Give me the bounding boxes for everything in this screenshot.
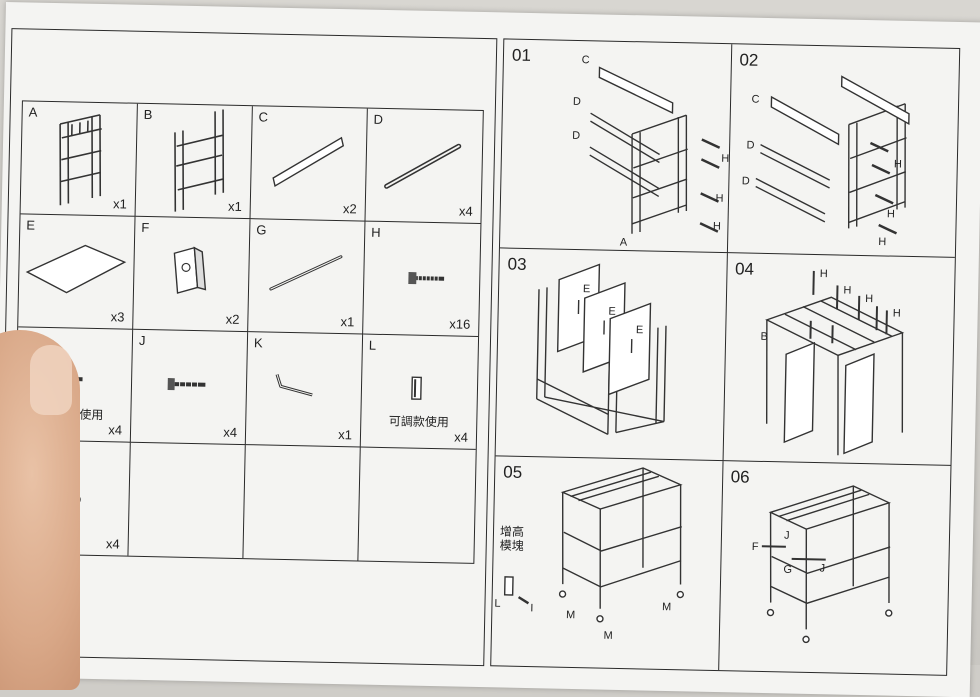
part-quantity: x1 [338, 427, 353, 443]
part-cell-e: E x3 [18, 214, 136, 330]
riser-l-drawing [411, 376, 422, 400]
part-quantity: x1 [112, 196, 127, 212]
part-quantity: x4 [454, 429, 469, 445]
step-label-c: C [751, 94, 759, 106]
step-label-h: H [892, 307, 900, 319]
part-quantity: x4 [458, 203, 473, 219]
step-label-h: H [843, 284, 851, 296]
step-label-m: M [603, 630, 612, 642]
part-cell-empty [358, 448, 475, 563]
step-label-h: H [865, 293, 873, 305]
step-label-e: E [608, 305, 616, 317]
step-04-drawing: B H H H H [760, 268, 904, 455]
shelf-panel-e-drawing [25, 244, 127, 294]
part-cell-empty [243, 445, 361, 561]
step-01-drawing: C D D A H H H [572, 54, 729, 249]
part-quantity: x2 [225, 311, 240, 327]
step-02-drawing: C D D H H H [741, 75, 910, 248]
step-02: 02 C D D H [727, 44, 960, 258]
step-label-m: M [662, 601, 671, 613]
part-quantity: x1 [340, 314, 355, 330]
step-label-h: H [721, 153, 729, 165]
step-06-drawing: F J G J [751, 485, 892, 644]
side-frame-b-drawing [174, 109, 225, 212]
step-04: 04 B H H H H [723, 252, 955, 467]
step-label-c: C [582, 54, 590, 66]
step-label-h: H [819, 268, 827, 280]
step-label-i: I [530, 603, 533, 615]
step-label-m: M [566, 609, 575, 621]
step-03: 03 E E E [495, 248, 728, 462]
step-label-h: H [878, 236, 886, 248]
part-cell-d: D x4 [365, 108, 483, 224]
screw-h-drawing [408, 272, 445, 285]
step-label-j: J [783, 530, 789, 542]
part-cell-c: C x2 [250, 106, 368, 222]
thumb-nail [30, 345, 72, 415]
step-label-j: J [819, 563, 825, 575]
step-label-d: D [572, 130, 580, 142]
step-label-f: F [751, 541, 758, 553]
step-05-drawing: L I M M M [494, 467, 685, 642]
part-cell-g: G x1 [248, 219, 366, 335]
part-cell-b: B x1 [135, 103, 253, 220]
bolt-j-drawing [167, 378, 206, 391]
part-cell-l: L 可調款使用 x4 [360, 334, 479, 450]
board-c-drawing [272, 136, 345, 188]
part-cell-a: A x1 [20, 101, 138, 217]
step-label-h: H [713, 221, 721, 233]
part-quantity: x4 [223, 424, 238, 440]
block-f-drawing [173, 246, 207, 294]
steps-grid: 01 C D D A H [491, 39, 960, 674]
part-quantity: x1 [227, 198, 242, 214]
hex-key-k-drawing [275, 373, 313, 397]
part-quantity: x16 [449, 316, 471, 332]
part-cell-f: F x2 [133, 216, 251, 333]
part-cell-empty [128, 442, 246, 559]
step-label-h: H [893, 158, 901, 170]
part-quantity: x4 [108, 422, 123, 438]
rail-d-drawing [384, 143, 462, 189]
step-label-e: E [583, 283, 591, 295]
part-cell-j: J x4 [130, 329, 249, 446]
part-quantity: x2 [342, 201, 357, 217]
step-label-e: E [636, 324, 644, 336]
step-01: 01 C D D A H [499, 39, 732, 253]
part-cell-k: K x1 [245, 332, 364, 448]
step-label-d: D [573, 96, 581, 108]
step-06: 06 F J G J [719, 461, 951, 674]
part-quantity: x3 [110, 309, 125, 325]
parts-grid: A x1 B x1 C [12, 100, 484, 564]
step-label-l: L [494, 598, 500, 610]
step-label-h: H [715, 193, 723, 205]
steps-panel: 01 C D D A H [490, 38, 961, 676]
part-quantity: x4 [105, 536, 120, 552]
part-note: 可調款使用 [388, 414, 449, 430]
step-label-d: D [746, 139, 754, 151]
step-label-d: D [741, 175, 749, 187]
rod-g-drawing [269, 255, 343, 291]
step-label-h: H [886, 208, 894, 220]
step-label-b: B [760, 330, 768, 342]
step-03-drawing: E E E [536, 263, 667, 435]
step-05: 05 增高 模塊 L [491, 456, 724, 671]
side-frame-a-drawing [59, 114, 102, 206]
step-label-a: A [620, 237, 628, 249]
step-label-g: G [783, 564, 792, 576]
part-cell-h: H x16 [363, 221, 481, 337]
